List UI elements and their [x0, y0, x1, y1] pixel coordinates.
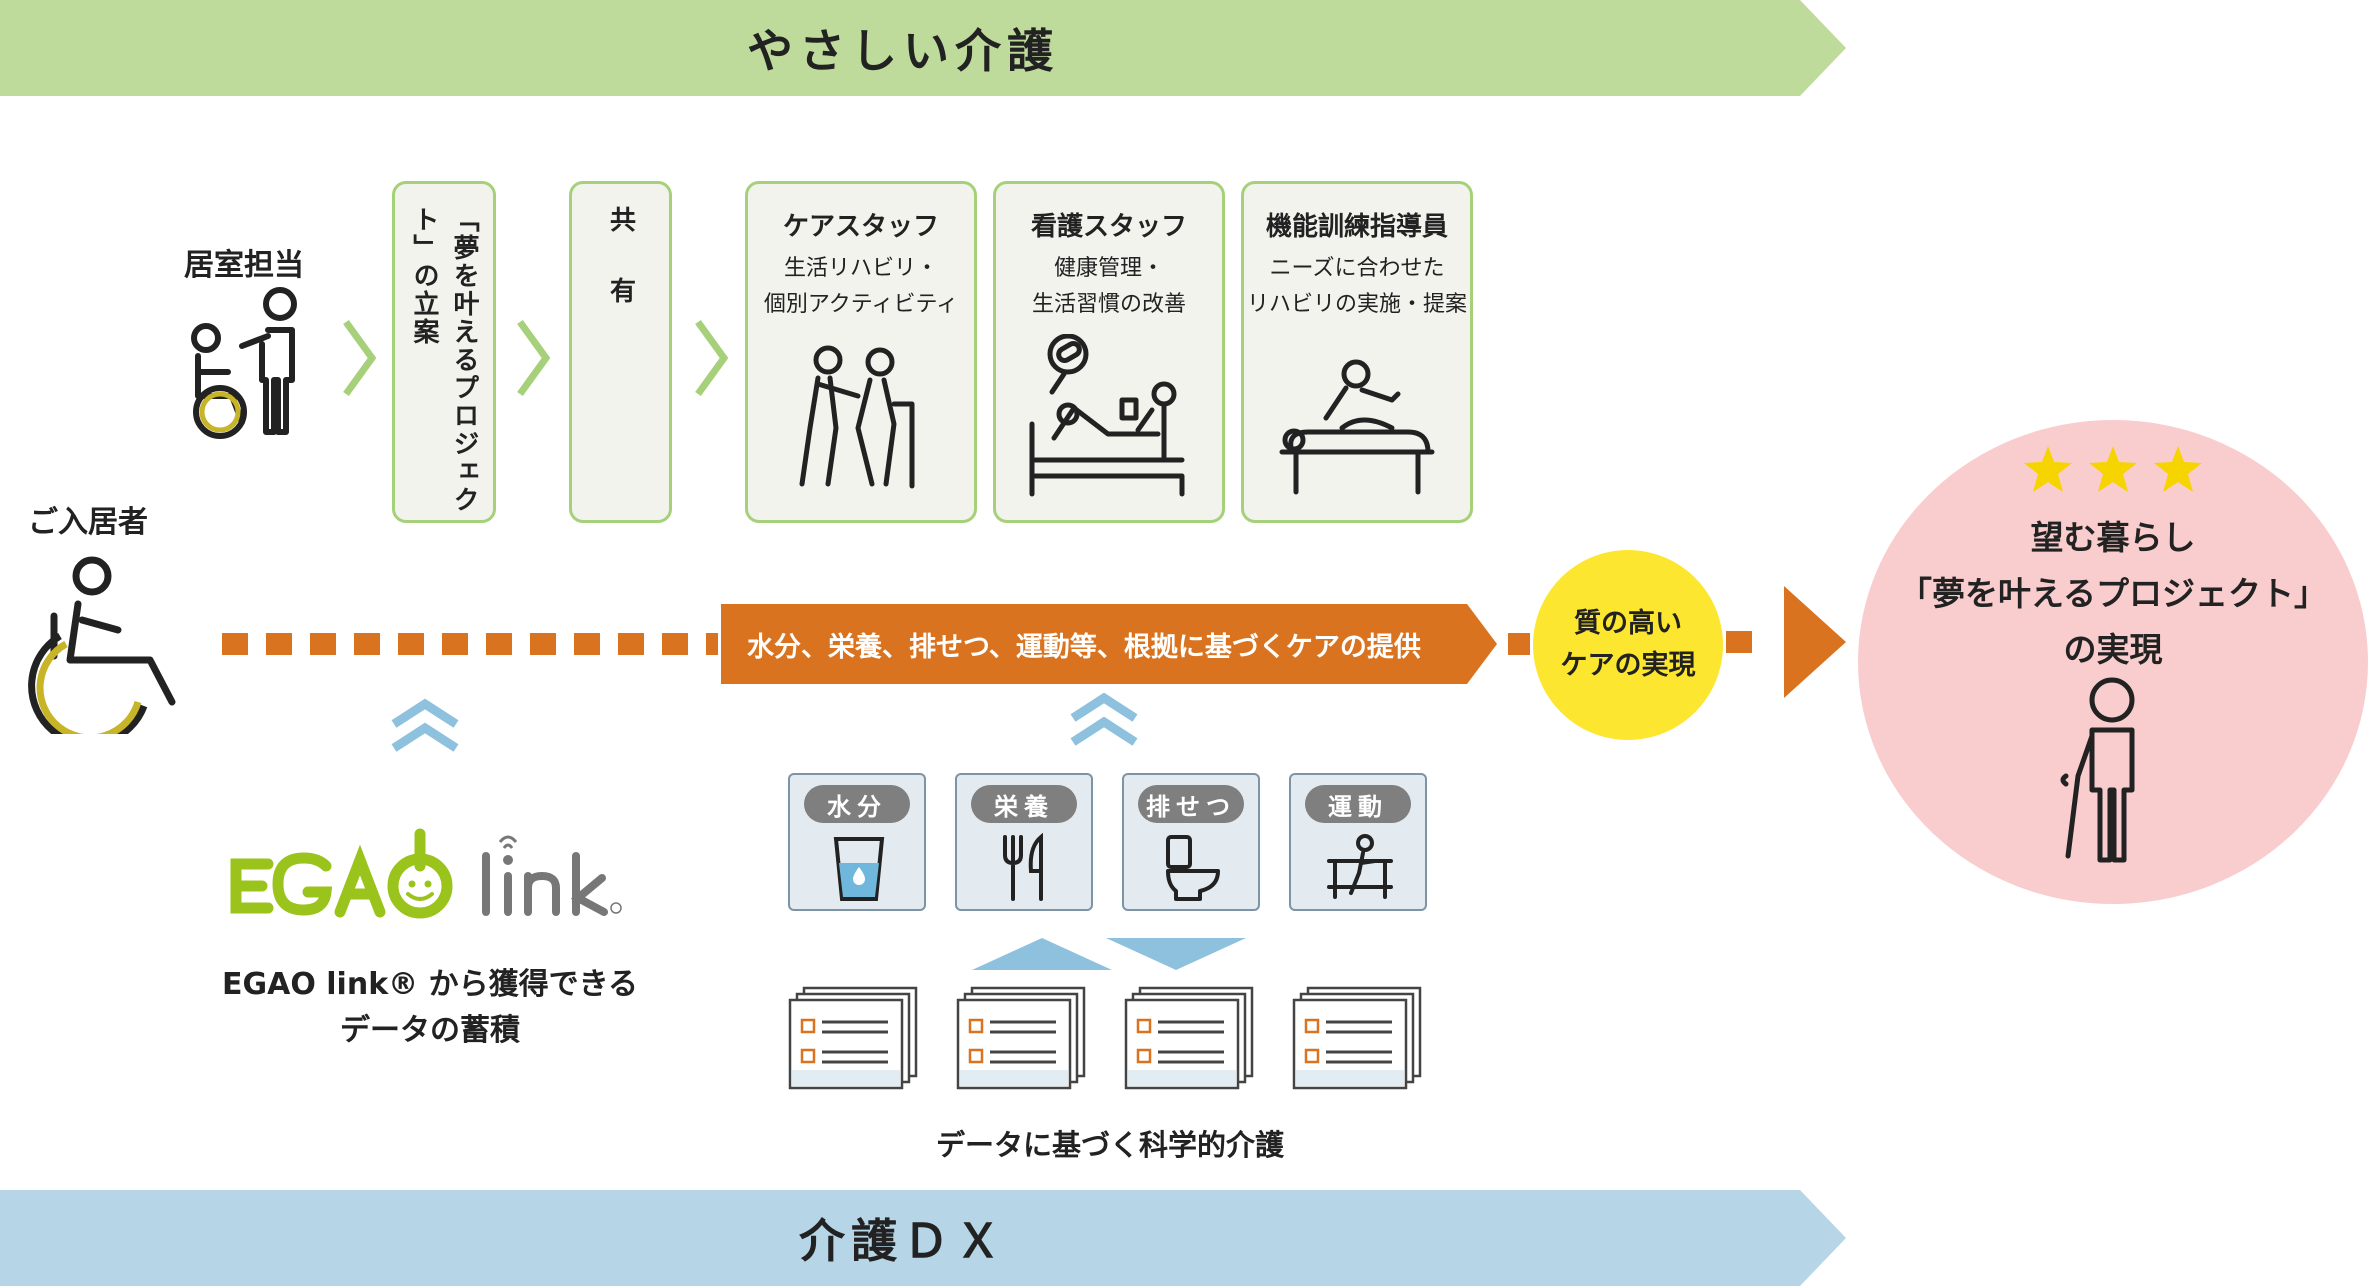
- toilet-icon: [1166, 835, 1220, 901]
- resident-wheelchair-icon: [28, 556, 176, 734]
- egao-link-logo-graphic: [230, 828, 622, 919]
- nurse-staff-desc-2: 生活習慣の改善: [1031, 292, 1186, 317]
- up-triangle-icon: [972, 938, 1112, 970]
- chevron-right-icon: [343, 319, 377, 397]
- trainer-staff-desc-1: ニーズに合わせた: [1269, 256, 1445, 281]
- nurse-staff-desc-1: 健康管理・: [1053, 256, 1164, 281]
- quality-line-2: ケアの実現: [1560, 650, 1696, 681]
- document-stack-icon: [1124, 986, 1254, 1090]
- elderly-person-icon: [2060, 677, 2135, 863]
- care-provision-bar: 水分、栄養、排せつ、運動等、根拠に基づくケアの提供: [721, 604, 1497, 684]
- physio-bed-icon: [1279, 359, 1435, 495]
- egao-caption-line-2: データの蓄積: [340, 1013, 520, 1048]
- goal-line-1: 望む暮らし: [2030, 518, 2196, 557]
- data-card-label: 運動: [1305, 785, 1411, 823]
- goal-line-2: 「夢を叶えるプロジェクト」: [1898, 574, 2327, 613]
- trainer-staff-title: 機能訓練指導員: [1265, 212, 1448, 242]
- scientific-care-label: データに基づく科学的介護: [935, 1128, 1284, 1162]
- resident-label: ご入居者: [28, 505, 148, 540]
- nurse-staff-box: 看護スタッフ 健康管理・ 生活習慣の改善: [993, 181, 1225, 523]
- double-up-chevron-icon: [1070, 692, 1138, 746]
- document-stack-icon: [956, 986, 1086, 1090]
- goal-line-3: の実現: [2063, 630, 2163, 669]
- bottom-banner: 介護ＤＸ: [0, 1190, 1846, 1286]
- egao-caption-line-1: EGAO link® から獲得できる: [221, 967, 638, 1002]
- egao-caption: EGAO link® から獲得できる データの蓄積: [210, 962, 650, 1054]
- water-glass-icon: [833, 837, 885, 901]
- caregiver-wheelchair-icon: [191, 287, 297, 439]
- trainer-staff-desc-2: リハビリの実施・提案: [1246, 292, 1467, 317]
- care-staff-desc-1: 生活リハビリ・: [783, 256, 938, 281]
- quality-care-circle: 質の高い ケアの実現: [1533, 550, 1723, 740]
- goal-circle: 望む暮らし 「夢を叶えるプロジェクト」 の実現: [1858, 420, 2368, 904]
- nurse-bed-icon: [1029, 334, 1185, 497]
- dashed-line: [222, 633, 718, 655]
- dash-segment: [1508, 633, 1530, 655]
- document-stack-icon: [788, 986, 918, 1090]
- quality-line-1: 質の高い: [1574, 608, 1682, 639]
- down-triangle-icon: [1106, 938, 1246, 970]
- project-plan-text: 「夢を叶えるプロジェクト」の立案: [409, 206, 479, 514]
- care-staff-desc-2: 個別アクティビティ: [763, 292, 959, 317]
- data-card-label: 排せつ: [1138, 785, 1244, 823]
- care-manager-label: 居室担当: [184, 248, 304, 283]
- data-card-exercise: 運動: [1289, 773, 1427, 911]
- data-card-excretion: 排せつ: [1122, 773, 1260, 911]
- arrow-right-icon: [1726, 586, 1846, 698]
- walking-assist-icon: [799, 345, 915, 489]
- fork-knife-icon: [1003, 833, 1043, 901]
- data-card-label: 水分: [804, 785, 910, 823]
- exercise-icon: [1327, 834, 1393, 899]
- nurse-staff-title: 看護スタッフ: [1030, 212, 1187, 242]
- care-staff-title: ケアスタッフ: [782, 212, 939, 242]
- egao-link-logo: [220, 826, 640, 926]
- chevron-right-icon: [695, 319, 729, 397]
- share-box: 共 有: [569, 181, 672, 523]
- share-text: 共 有: [605, 206, 636, 322]
- data-card-water: 水分: [788, 773, 926, 911]
- data-card-label: 栄養: [971, 785, 1077, 823]
- trainer-staff-box: 機能訓練指導員 ニーズに合わせた リハビリの実施・提案: [1241, 181, 1473, 523]
- care-staff-box: ケアスタッフ 生活リハビリ・ 個別アクティビティ: [745, 181, 977, 523]
- double-up-chevron-icon: [391, 698, 459, 752]
- top-banner: やさしい介護: [0, 0, 1846, 96]
- project-plan-box: 「夢を叶えるプロジェクト」の立案: [392, 181, 496, 523]
- chevron-right-icon: [517, 319, 551, 397]
- three-stars-icon: [2024, 446, 2202, 492]
- document-stack-icon: [1292, 986, 1422, 1090]
- data-card-nutrition: 栄養: [955, 773, 1093, 911]
